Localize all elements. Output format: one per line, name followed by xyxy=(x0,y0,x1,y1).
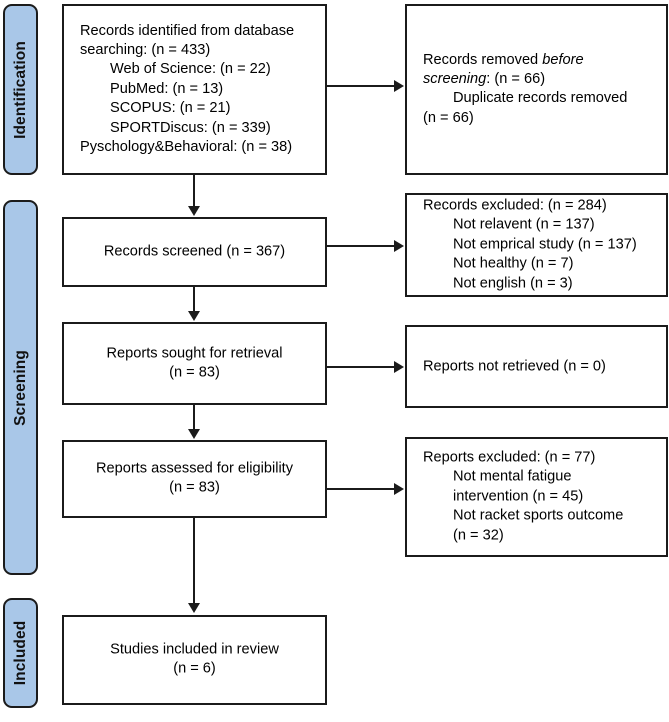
node-reports-assessed-text: Reports assessed for eligibility (n = 83… xyxy=(64,460,325,499)
reports-not-retrieved-line1: Reports not retrieved (n = 0) xyxy=(423,357,606,374)
arrowhead-assessed-to-excluded xyxy=(394,483,404,495)
reports-excluded-reason-not-mental-fatigue: Not mental fatigue xyxy=(453,468,572,485)
stage-label-included: Included xyxy=(11,620,29,686)
records-removed-heading-line2: screening: (n = 66) xyxy=(423,70,656,89)
node-records-excluded-text: Records excluded: (n = 284) Not relavent… xyxy=(407,196,666,293)
connector-assessed-to-included xyxy=(193,518,195,608)
connector-screened-to-excluded xyxy=(327,245,397,247)
node-studies-included: Studies included in review (n = 6) xyxy=(62,615,327,705)
stage-bar-included: Included xyxy=(3,598,38,708)
records-excluded-reason-not-healthy: Not healthy (n = 7) xyxy=(453,255,574,272)
stage-label-screening: Screening xyxy=(11,349,29,426)
node-reports-excluded: Reports excluded: (n = 77) Not mental fa… xyxy=(405,437,668,557)
reports-excluded-header: Reports excluded: (n = 77) xyxy=(423,449,596,466)
stage-bar-identification: Identification xyxy=(3,4,38,175)
records-identified-source-pyschology-behavioral: Pyschology&Behavioral: (n = 38) xyxy=(80,139,293,156)
node-records-excluded: Records excluded: (n = 284) Not relavent… xyxy=(405,193,668,297)
connector-identified-to-removed xyxy=(327,85,397,87)
node-reports-not-retrieved-text: Reports not retrieved (n = 0) xyxy=(407,357,666,376)
records-removed-heading-line1: Records removed before xyxy=(423,51,656,70)
arrowhead-sought-to-assessed xyxy=(188,429,200,439)
node-reports-not-retrieved: Reports not retrieved (n = 0) xyxy=(405,325,668,408)
arrowhead-identified-to-screened xyxy=(188,206,200,216)
arrowhead-identified-to-removed xyxy=(394,80,404,92)
node-reports-sought-text: Reports sought for retrieval (n = 83) xyxy=(64,344,325,383)
arrowhead-sought-to-not-retrieved xyxy=(394,361,404,373)
reports-assessed-line2: (n = 83) xyxy=(169,480,220,496)
node-reports-assessed: Reports assessed for eligibility (n = 83… xyxy=(62,440,327,518)
records-removed-lead-italic-screening: screening xyxy=(423,71,487,88)
records-removed-detail-line2: (n = 66) xyxy=(423,109,474,126)
studies-included-line1: Studies included in review xyxy=(110,641,279,658)
connector-sought-to-assessed xyxy=(193,405,195,434)
node-records-screened-text: Records screened (n = 367) xyxy=(64,242,325,261)
records-removed-lead-tail: : (n = 66) xyxy=(486,71,546,88)
node-records-removed-text: Records removed before screening: (n = 6… xyxy=(407,51,666,129)
records-identified-source-scopus: SCOPUS: (n = 21) xyxy=(110,100,231,117)
records-identified-source-web-of-science: Web of Science: (n = 22) xyxy=(110,61,271,78)
connector-assessed-to-excluded xyxy=(327,488,397,490)
connector-sought-to-not-retrieved xyxy=(327,366,397,368)
records-excluded-reason-not-emprical-study: Not emprical study (n = 137) xyxy=(453,236,637,253)
arrowhead-screened-to-sought xyxy=(188,311,200,321)
records-identified-source-sportdiscus: SPORTDiscus: (n = 339) xyxy=(110,119,271,136)
node-reports-excluded-text: Reports excluded: (n = 77) Not mental fa… xyxy=(407,448,666,545)
node-studies-included-text: Studies included in review (n = 6) xyxy=(64,641,325,680)
node-records-identified-text: Records identified from database searchi… xyxy=(64,22,325,158)
connector-identified-to-screened xyxy=(193,175,195,209)
arrowhead-screened-to-excluded xyxy=(394,240,404,252)
records-removed-lead-plain: Records removed xyxy=(423,51,543,68)
node-records-screened: Records screened (n = 367) xyxy=(62,217,327,287)
node-records-removed-before-screening: Records removed before screening: (n = 6… xyxy=(405,4,668,175)
reports-sought-line1: Reports sought for retrieval xyxy=(106,345,283,362)
records-excluded-header: Records excluded: (n = 284) xyxy=(423,197,607,214)
records-removed-detail-line1: Duplicate records removed xyxy=(453,90,628,107)
records-screened-line1: Records screened (n = 367) xyxy=(103,243,286,260)
records-removed-lead-italic-before: before xyxy=(542,51,584,68)
stage-bar-screening: Screening xyxy=(3,200,38,575)
records-identified-line2: searching: (n = 433) xyxy=(80,41,211,58)
reports-excluded-reason-count: (n = 32) xyxy=(453,527,504,544)
records-excluded-reason-not-english: Not english (n = 3) xyxy=(453,275,573,292)
reports-excluded-reason-intervention: intervention (n = 45) xyxy=(453,488,584,505)
node-records-identified: Records identified from database searchi… xyxy=(62,4,327,175)
arrowhead-assessed-to-included xyxy=(188,603,200,613)
reports-assessed-line1: Reports assessed for eligibility xyxy=(95,460,294,477)
reports-excluded-reason-not-racket-sports-outcome: Not racket sports outcome xyxy=(453,507,624,524)
connector-screened-to-sought xyxy=(193,287,195,318)
records-excluded-reason-not-relavent: Not relavent (n = 137) xyxy=(453,216,595,233)
node-reports-sought: Reports sought for retrieval (n = 83) xyxy=(62,322,327,405)
reports-sought-line2: (n = 83) xyxy=(169,364,220,381)
studies-included-line2: (n = 6) xyxy=(173,661,216,677)
stage-label-identification: Identification xyxy=(11,40,29,139)
records-identified-source-pubmed: PubMed: (n = 13) xyxy=(110,80,224,97)
records-identified-line1: Records identified from database xyxy=(80,22,295,39)
